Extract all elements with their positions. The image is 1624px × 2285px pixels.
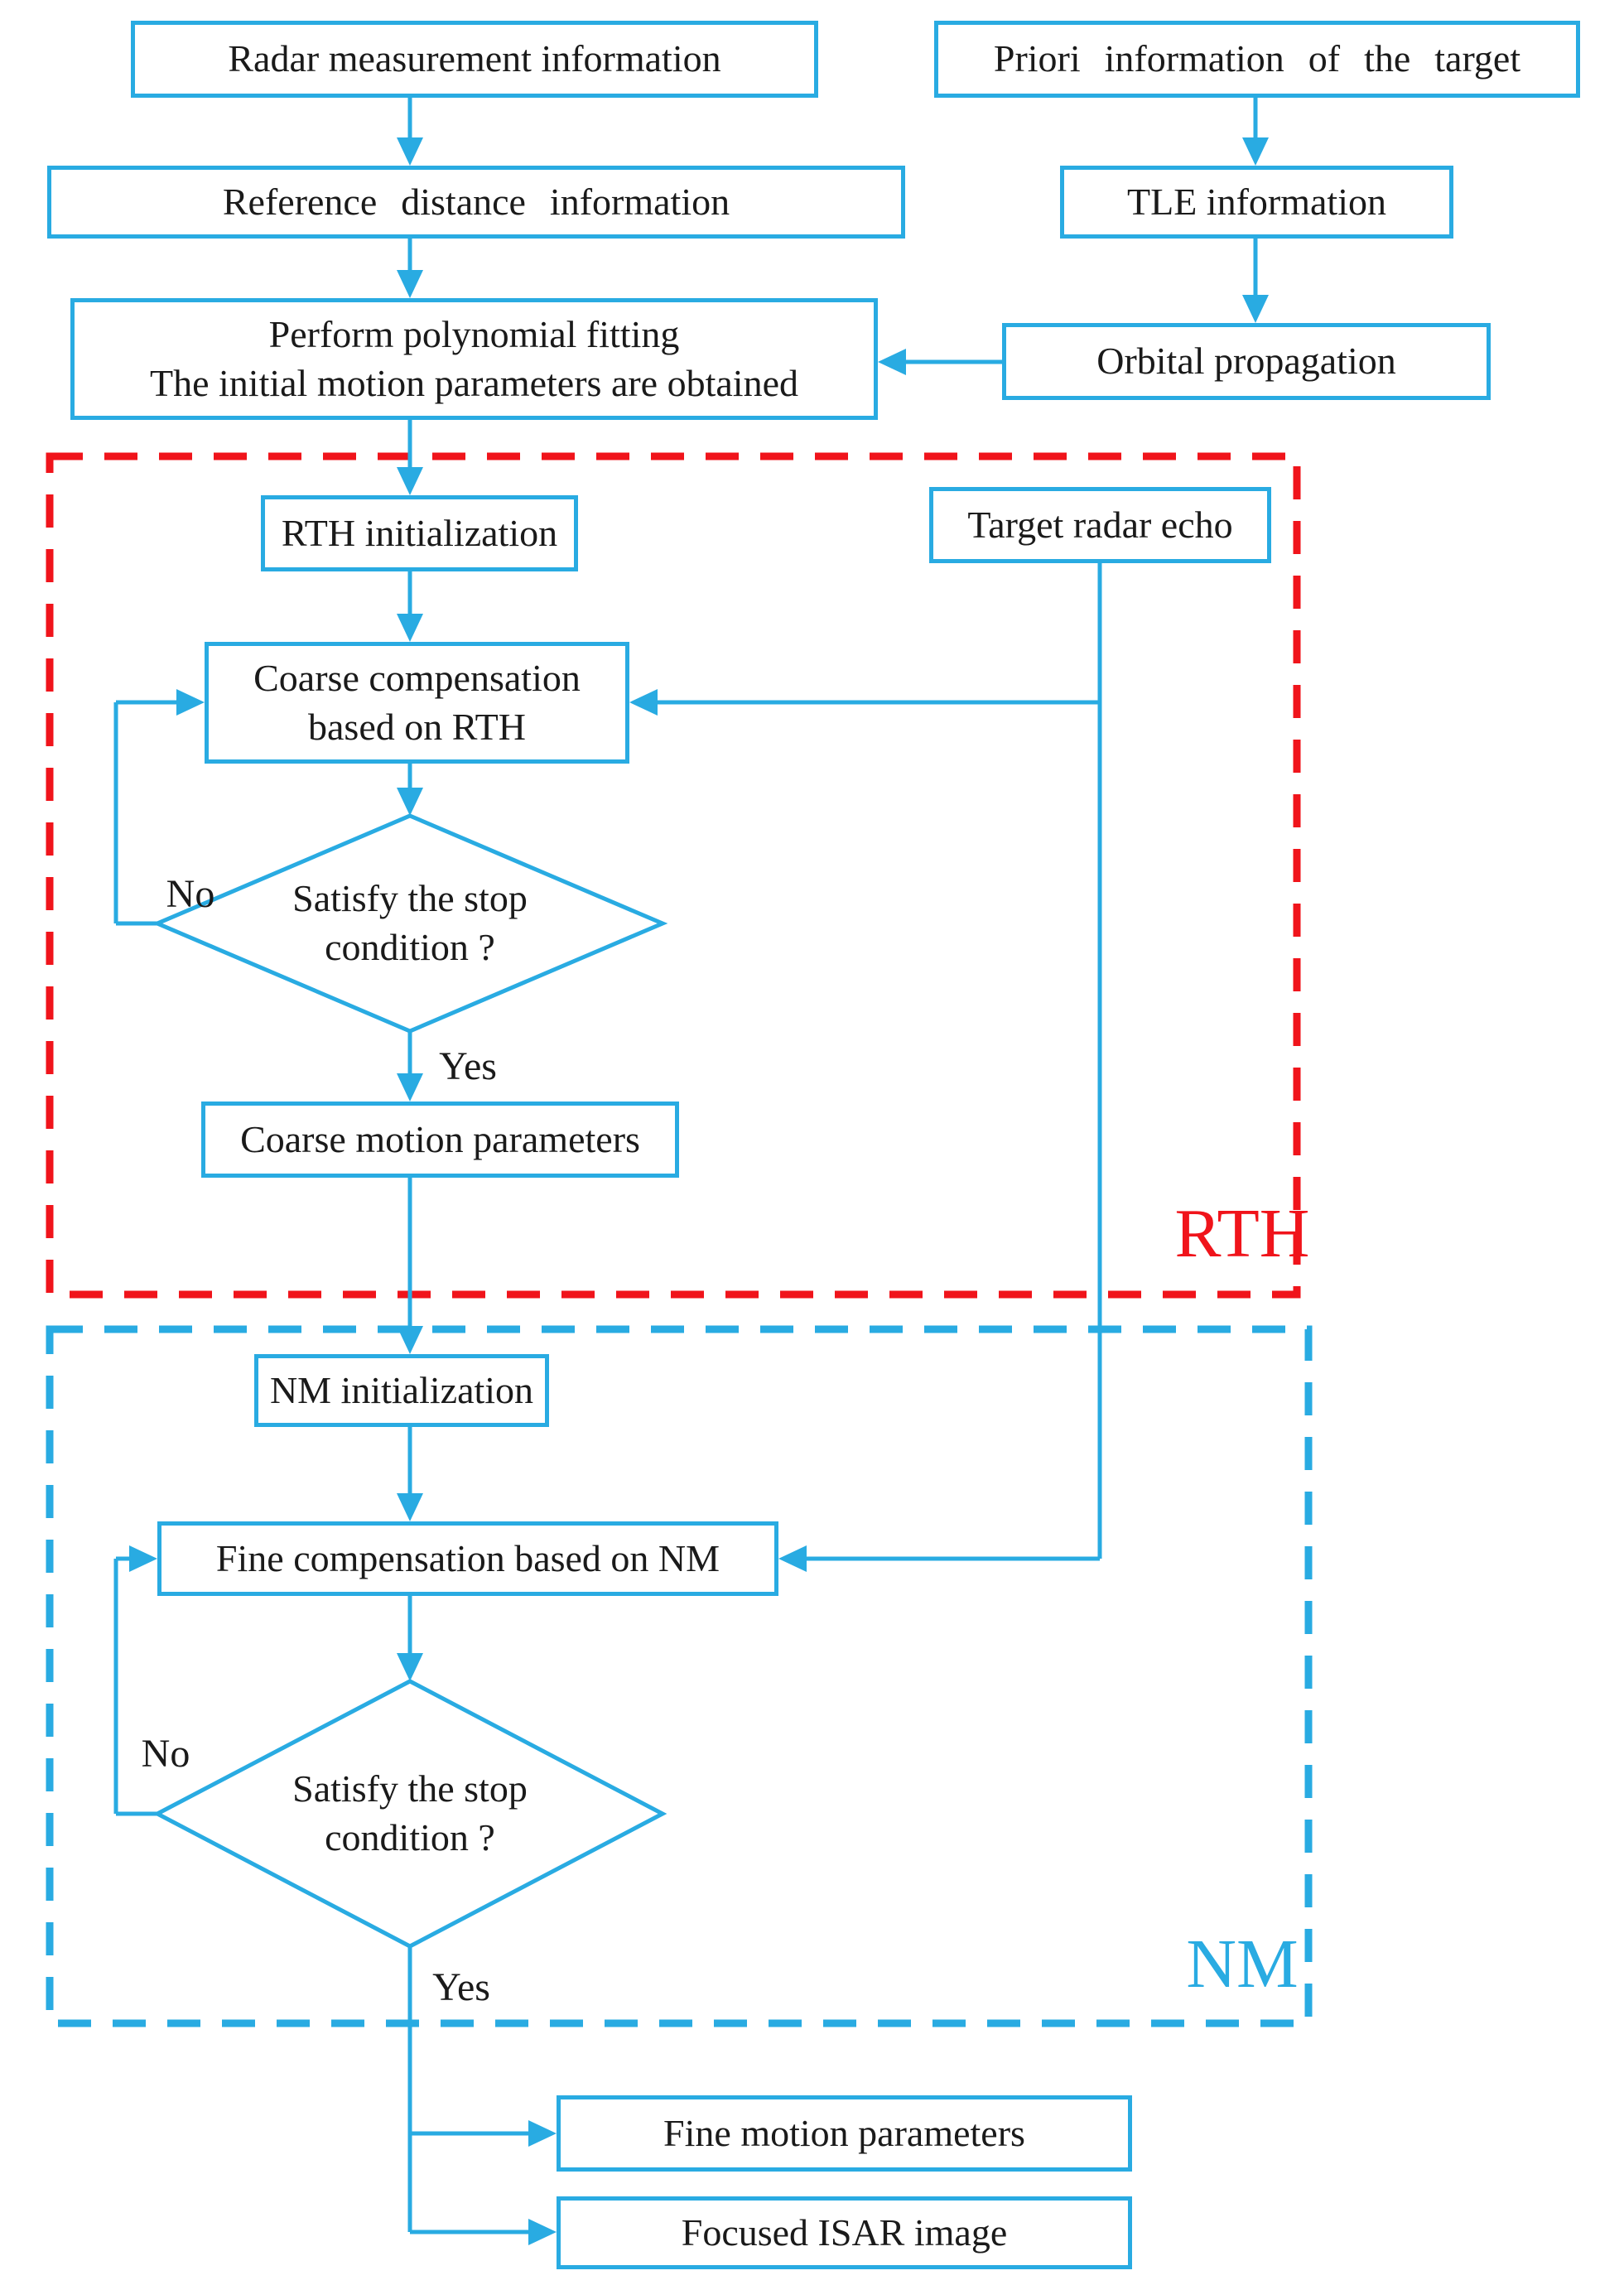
node-tle-information: TLE information [1060,166,1453,239]
node-polynomial-fitting: Perform polynomial fitting The initial m… [70,298,878,420]
nm-decision-diamond [152,1679,667,1949]
node-priori-information: Priori information of the target [934,21,1580,98]
node-focused-isar-image: Focused ISAR image [557,2196,1132,2269]
nm-region-label: NM [1186,1926,1299,2003]
nm-region-outline [46,1325,1313,2027]
rth-decision-text: Satisfy the stop condition ? [292,877,528,968]
node-rth-initialization: RTH initialization [261,495,578,571]
node-fine-compensation: Fine compensation based on NM [157,1521,778,1596]
rth-decision-diamond [152,813,668,1034]
nm-yes-label: Yes [432,1965,490,2010]
rth-no-label: No [166,872,215,917]
node-orbital-propagation: Orbital propagation [1002,323,1491,400]
node-nm-initialization: NM initialization [254,1354,549,1427]
rth-region-outline [46,452,1301,1299]
node-radar-measurement: Radar measurement information [131,21,818,98]
node-reference-distance: Reference distance information [47,166,905,239]
arrowheads [129,137,1269,2245]
nm-no-label: No [141,1732,190,1776]
node-fine-motion-parameters: Fine motion parameters [557,2095,1132,2172]
nm-decision-text: Satisfy the stop condition ? [292,1767,528,1858]
node-target-radar-echo: Target radar echo [929,487,1271,563]
node-coarse-motion-parameters: Coarse motion parameters [201,1102,679,1178]
node-coarse-compensation: Coarse compensation based on RTH [205,642,629,764]
rth-region-label: RTH [1174,1195,1310,1273]
rth-yes-label: Yes [439,1044,497,1089]
